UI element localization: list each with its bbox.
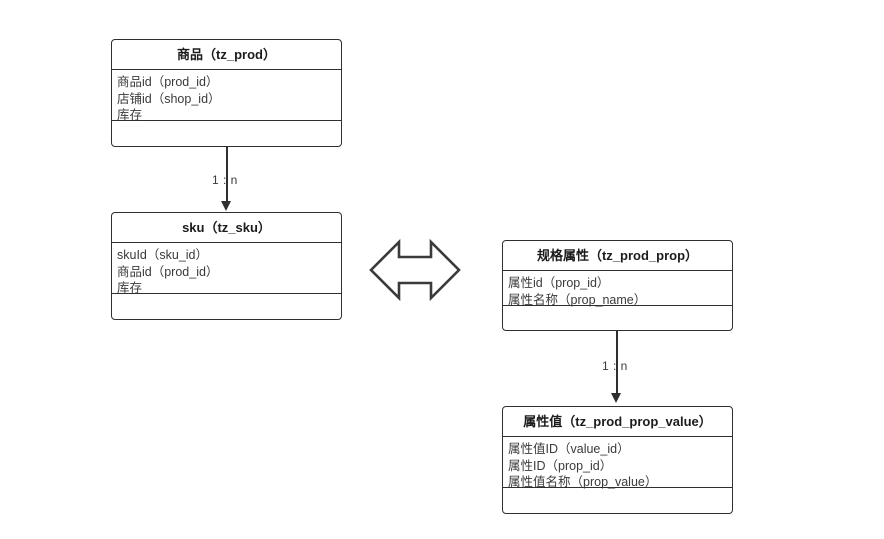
attribute-row: 属性值ID（value_id） bbox=[508, 442, 630, 456]
attribute-row: skuId（sku_id） bbox=[117, 248, 209, 262]
entity-methods-tz-prod-prop-value bbox=[503, 488, 732, 513]
attribute-row: 店铺id（shop_id） bbox=[117, 91, 221, 106]
relation-arrowhead-icon bbox=[221, 201, 231, 211]
attribute-row: 属性id（prop_id） bbox=[508, 276, 610, 290]
entity-name-tz-sku: sku bbox=[182, 220, 205, 235]
relation-label-prop-to-prop-value: 1 : n bbox=[602, 359, 628, 373]
entity-attributes-tz-prod-prop-value: 属性值ID（value_id） 属性ID（prop_id） 属性值名称（prop… bbox=[503, 437, 732, 489]
relation-label-prod-to-sku: 1 : n bbox=[212, 173, 238, 187]
attribute-row: 库存 bbox=[117, 108, 143, 122]
entity-box-tz-sku[interactable]: sku（tz_sku） skuId（sku_id） 商品id（prod_id） … bbox=[111, 212, 342, 320]
entity-table-tz-prod-prop-value: （tz_prod_prop_value） bbox=[562, 414, 712, 429]
attribute-row: 属性名称（prop_name） bbox=[508, 292, 647, 307]
attribute-row: 商品id（prod_id） bbox=[117, 75, 219, 89]
entity-name-tz-prod: 商品 bbox=[177, 47, 204, 62]
attribute-row: 属性值名称（prop_value） bbox=[508, 475, 658, 489]
relation-arrowhead-icon bbox=[611, 393, 621, 403]
entity-attributes-tz-prod-prop: 属性id（prop_id） 属性名称（prop_name） bbox=[503, 271, 732, 307]
entity-attributes-tz-prod: 商品id（prod_id） 店铺id（shop_id） 库存 bbox=[112, 70, 341, 122]
entity-table-tz-sku: （tz_sku） bbox=[204, 220, 271, 235]
entity-table-tz-prod: （tz_prod） bbox=[203, 47, 276, 62]
relation-line bbox=[226, 147, 228, 203]
attribute-row: 属性ID（prop_id） bbox=[508, 458, 613, 473]
entity-table-tz-prod-prop: （tz_prod_prop） bbox=[588, 248, 699, 263]
attribute-row: 商品id（prod_id） bbox=[117, 264, 219, 279]
entity-box-tz-prod-prop-value[interactable]: 属性值（tz_prod_prop_value） 属性值ID（value_id） … bbox=[502, 406, 733, 514]
attribute-row: 库存 bbox=[117, 281, 143, 295]
entity-attributes-tz-sku: skuId（sku_id） 商品id（prod_id） 库存 bbox=[112, 243, 341, 295]
entity-name-tz-prod-prop-value: 属性值 bbox=[523, 414, 563, 429]
entity-header-tz-prod: 商品（tz_prod） bbox=[112, 40, 341, 70]
entity-header-tz-prod-prop: 规格属性（tz_prod_prop） bbox=[503, 241, 732, 271]
entity-name-tz-prod-prop: 规格属性 bbox=[536, 248, 589, 263]
relation-line bbox=[616, 331, 618, 395]
entity-header-tz-prod-prop-value: 属性值（tz_prod_prop_value） bbox=[503, 407, 732, 437]
entity-box-tz-prod-prop[interactable]: 规格属性（tz_prod_prop） 属性id（prop_id） 属性名称（pr… bbox=[502, 240, 733, 331]
entity-box-tz-prod[interactable]: 商品（tz_prod） 商品id（prod_id） 店铺id（shop_id） … bbox=[111, 39, 342, 147]
relation-sku-to-prop[interactable] bbox=[368, 237, 462, 303]
entity-header-tz-sku: sku（tz_sku） bbox=[112, 213, 341, 243]
bidirectional-arrow-icon bbox=[369, 238, 461, 302]
